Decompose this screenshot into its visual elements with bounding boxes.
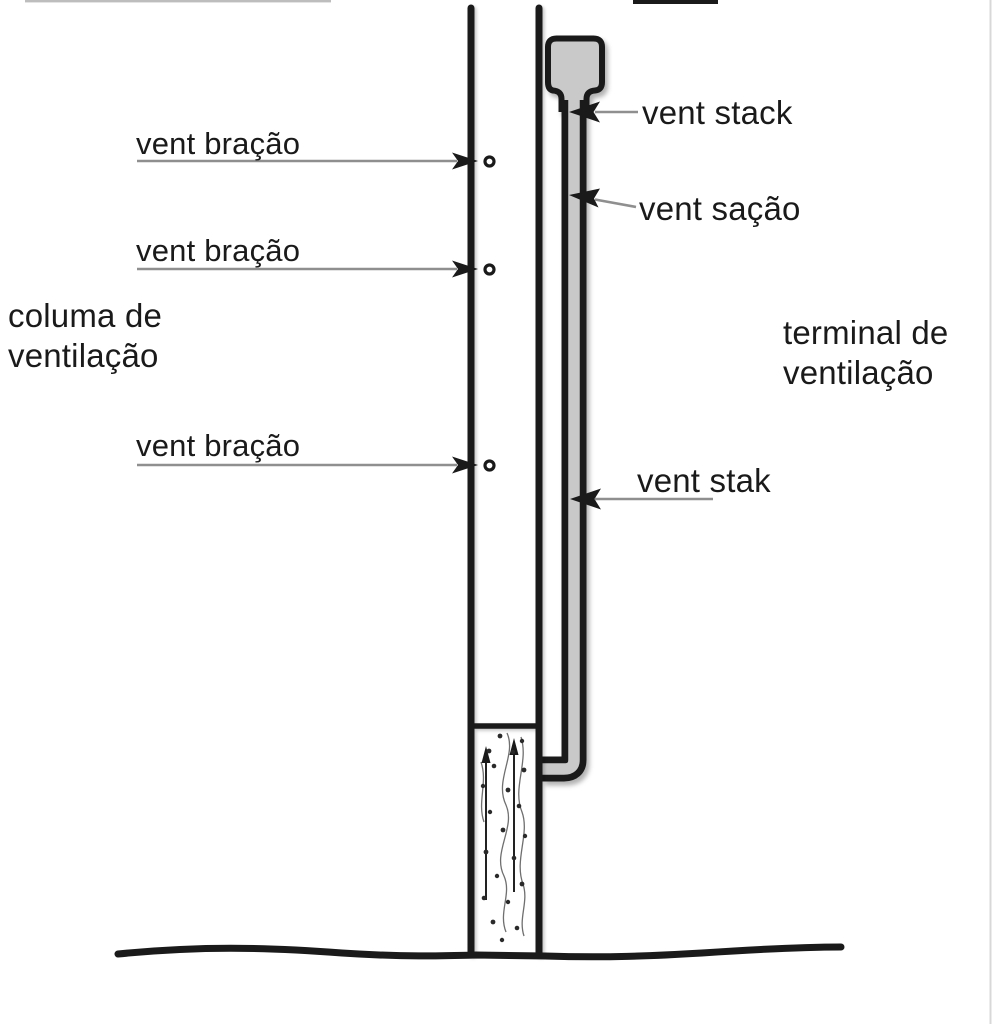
label-ventilation-terminal-line2: ventilação [783, 354, 934, 391]
label-ventilation-column-line2: ventilação [8, 337, 159, 374]
base-flow-texture [480, 732, 528, 943]
arrowhead-left [569, 188, 600, 208]
vent-pipe-core [542, 100, 580, 775]
leader-vent-stack-lower [570, 488, 713, 510]
texture-squiggle [499, 732, 511, 933]
leader-vent-stack-top [569, 101, 638, 123]
texture-squiggle [480, 761, 485, 823]
up-flow-arrowhead [481, 746, 491, 763]
label-ventilation-column-line1: columa de [8, 297, 163, 334]
label-vent-stack-lower: vent stak [637, 462, 771, 499]
arrowhead-left [570, 488, 601, 510]
texture-dots [480, 733, 528, 943]
label-ventilation-column: columa de ventilação [8, 296, 162, 376]
pipe-opening-ring [483, 263, 496, 276]
arrowhead-right [452, 260, 478, 278]
label-ventilation-terminal-line1: terminal de [783, 314, 949, 351]
pipe-opening-ring [483, 459, 496, 472]
scan-artifact-top-left [25, 0, 331, 3]
leader-vent-branch-2 [137, 260, 496, 278]
label-ventilation-terminal: terminal de ventilação [783, 313, 948, 393]
pipe-opening-ring [483, 155, 496, 168]
texture-squiggle [518, 736, 526, 937]
leader-vent-branch-1 [137, 152, 496, 170]
label-vent-branch-1: vent bração [136, 126, 301, 161]
scan-artifact-top-edge [633, 0, 718, 4]
scan-artifact-right-line [989, 0, 992, 1024]
vent-pipe [542, 35, 605, 782]
vent-terminal-cap [545, 35, 605, 112]
arrowhead-left [569, 101, 600, 123]
leader-vent-branch-3 [137, 456, 496, 474]
label-vent-stack-top: vent stack [642, 94, 793, 131]
arrowhead-right [452, 152, 478, 170]
ground-line [114, 943, 845, 961]
arrowhead-right [452, 456, 478, 474]
label-vent-section: vent sação [639, 190, 801, 227]
label-vent-branch-2: vent bração [136, 233, 301, 268]
leader-vent-section [569, 188, 637, 209]
label-vent-branch-3: vent bração [136, 428, 301, 463]
vent-column [467, 4, 543, 957]
